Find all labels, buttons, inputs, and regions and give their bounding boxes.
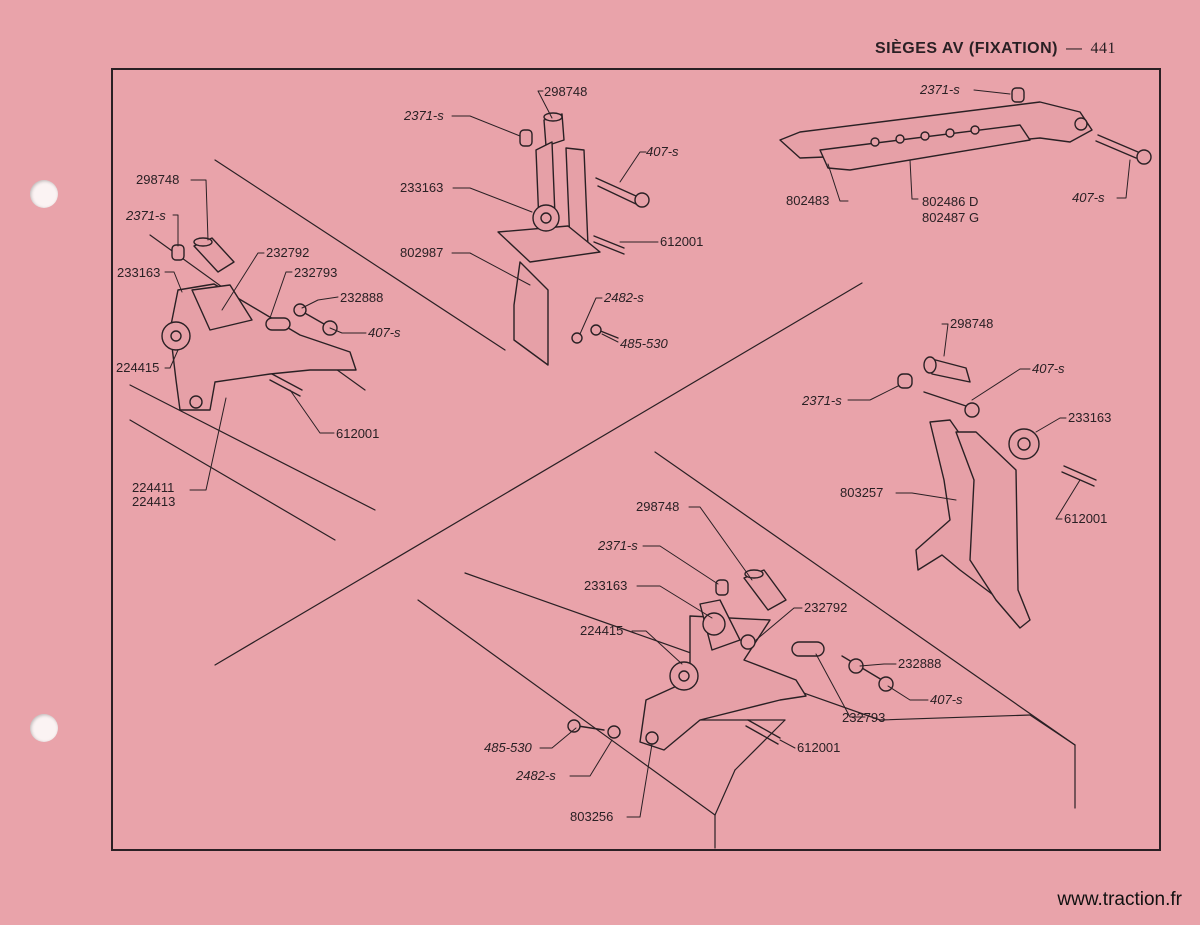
nut-icon bbox=[715, 579, 729, 596]
part-label: 232888 bbox=[898, 656, 942, 671]
mount-hole-icon bbox=[645, 731, 659, 745]
bracket-plate-rear bbox=[955, 431, 1031, 629]
part-label: 612001 bbox=[797, 740, 841, 755]
bolt-head-icon bbox=[634, 192, 650, 208]
part-label: 298748 bbox=[950, 316, 994, 331]
part-label: 407-s bbox=[1032, 361, 1065, 376]
part-label: 233163 bbox=[584, 578, 628, 593]
header-separator: — bbox=[1066, 40, 1083, 57]
part-label: 2371-s bbox=[920, 82, 960, 97]
part-label: 803256 bbox=[570, 809, 614, 824]
pin-icon bbox=[593, 235, 625, 249]
leader-lines bbox=[164, 89, 1131, 818]
screw-icon bbox=[577, 725, 605, 731]
part-label: 407-s bbox=[930, 692, 963, 707]
part-label: 2371-s bbox=[598, 538, 638, 553]
bolt-head-icon bbox=[964, 402, 980, 418]
part-label: 612001 bbox=[1064, 511, 1108, 526]
part-label: 802483 bbox=[786, 193, 830, 208]
part-label: 407-s bbox=[646, 144, 679, 159]
roller-hub-icon bbox=[540, 212, 552, 224]
bolt-head-icon bbox=[878, 676, 894, 692]
part-label: 612001 bbox=[660, 234, 704, 249]
part-label: 2482-s bbox=[604, 290, 644, 305]
part-label: 232792 bbox=[266, 245, 310, 260]
part-label: 224415 bbox=[116, 360, 160, 375]
link-plate-icon bbox=[791, 641, 825, 657]
washer-icon bbox=[607, 725, 621, 739]
bracket-plate bbox=[639, 615, 807, 751]
part-label: 232793 bbox=[842, 710, 886, 725]
nut-icon bbox=[519, 129, 533, 147]
spacer-end-icon bbox=[543, 112, 563, 122]
part-label: 233163 bbox=[117, 265, 161, 280]
bolt-head-icon bbox=[1136, 149, 1152, 165]
bolt-shank-icon bbox=[595, 177, 637, 197]
upper-plate bbox=[191, 284, 253, 331]
pin-icon bbox=[747, 719, 781, 739]
nut-icon bbox=[897, 373, 913, 389]
part-label: 232792 bbox=[804, 600, 848, 615]
part-label: 802487 G bbox=[922, 210, 980, 225]
part-label: 233163 bbox=[400, 180, 444, 195]
bracket-foot-plate bbox=[513, 261, 549, 366]
bracket-803257-assembly bbox=[897, 356, 1097, 629]
nut-icon bbox=[171, 244, 185, 261]
washer-icon bbox=[571, 332, 583, 344]
part-label: 2371-s bbox=[404, 108, 444, 123]
punch-hole-bottom bbox=[30, 714, 58, 742]
part-label: 612001 bbox=[336, 426, 380, 441]
page-title: SIÈGES AV (FIXATION) bbox=[874, 40, 1058, 57]
nut-icon bbox=[1011, 87, 1025, 103]
link-plate-icon bbox=[265, 317, 291, 331]
part-label: 802486 D bbox=[922, 194, 979, 209]
part-label: 224411 bbox=[132, 480, 175, 495]
diagram-frame bbox=[111, 68, 1161, 851]
part-label: 298748 bbox=[544, 84, 588, 99]
rail-802483-assembly bbox=[779, 87, 1152, 171]
website-link[interactable]: www.traction.fr bbox=[1057, 889, 1182, 910]
bracket-802987-assembly bbox=[497, 112, 650, 366]
part-label: 232793 bbox=[294, 265, 338, 280]
part-label: 802987 bbox=[400, 245, 444, 260]
part-label: 224413 bbox=[132, 494, 176, 509]
part-label: 407-s bbox=[1072, 190, 1105, 205]
bolt-shank-icon bbox=[923, 391, 967, 407]
page-number: 441 bbox=[1090, 40, 1116, 57]
bracket-803256-assembly bbox=[567, 569, 894, 751]
bracket-224411-assembly bbox=[161, 237, 357, 411]
part-label: 407-s bbox=[368, 325, 401, 340]
part-label: 485-530 bbox=[484, 740, 532, 755]
pin-icon bbox=[1063, 465, 1097, 481]
roller-icon bbox=[702, 612, 726, 636]
part-label: 2371-s bbox=[802, 393, 842, 408]
stud-icon bbox=[740, 634, 756, 650]
part-label: 233163 bbox=[1068, 410, 1112, 425]
mount-hole-icon bbox=[189, 395, 203, 409]
punch-hole-top bbox=[30, 180, 58, 208]
part-label: 803257 bbox=[840, 485, 884, 500]
part-label: 298748 bbox=[636, 499, 680, 514]
part-label: 2482-s bbox=[516, 768, 556, 783]
part-label: 2371-s bbox=[126, 208, 166, 223]
seat-outline-lines bbox=[129, 159, 1076, 849]
part-label: 298748 bbox=[136, 172, 180, 187]
part-label: 224415 bbox=[580, 623, 624, 638]
rail-slide-icon bbox=[819, 124, 1031, 171]
bolt-shank-icon bbox=[1097, 134, 1139, 153]
part-label: 232888 bbox=[340, 290, 384, 305]
washer-icon bbox=[293, 303, 307, 317]
page-header: SIÈGES AV (FIXATION) — 441 bbox=[875, 40, 1116, 58]
pin-icon bbox=[271, 373, 303, 391]
part-label: 485-530 bbox=[620, 336, 668, 351]
